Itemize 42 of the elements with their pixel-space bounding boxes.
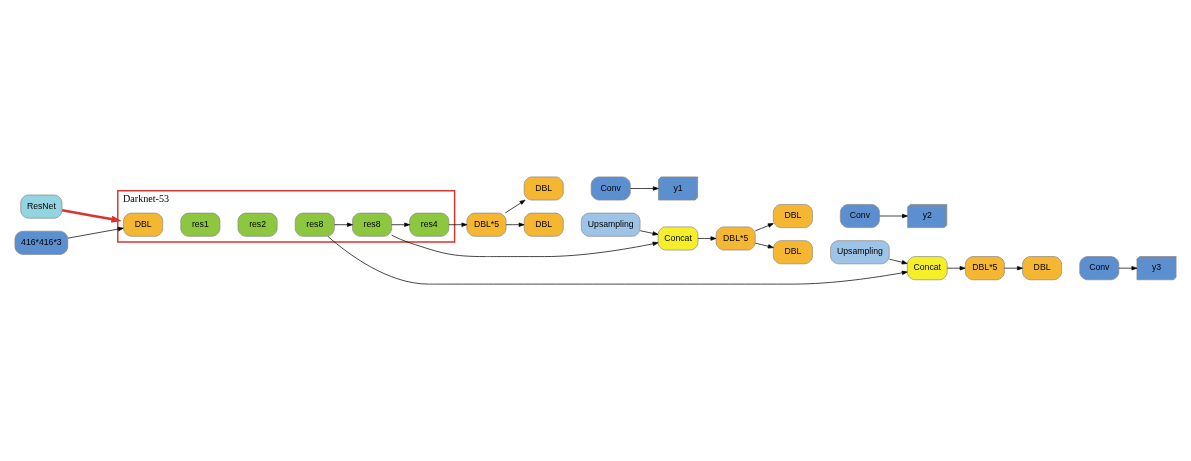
node-box: res2 bbox=[237, 212, 278, 237]
arrow bbox=[1004, 266, 1023, 271]
node-box: DBL bbox=[523, 212, 564, 237]
node-box: Upsampling bbox=[830, 240, 890, 265]
node-box: DBL*5 bbox=[466, 212, 507, 237]
arrow bbox=[889, 258, 908, 265]
arrow bbox=[334, 222, 353, 227]
node-box: DBL bbox=[123, 212, 164, 237]
node-box: Conv bbox=[590, 176, 631, 201]
node-box: DBL bbox=[772, 240, 813, 265]
node-box: DBL bbox=[1022, 256, 1062, 281]
arrow bbox=[448, 222, 468, 227]
node-box: 416*416*3 bbox=[14, 230, 69, 255]
arrow bbox=[879, 213, 908, 219]
arrow bbox=[391, 234, 659, 257]
node-box: DBL bbox=[772, 204, 813, 228]
node-box: res8 bbox=[352, 212, 392, 237]
node-box: res1 bbox=[180, 212, 221, 237]
arrow bbox=[754, 242, 774, 249]
node-box: DBL*5 bbox=[715, 226, 756, 251]
arrow bbox=[639, 230, 659, 236]
arrow bbox=[391, 222, 411, 227]
arrow bbox=[946, 266, 966, 271]
node-box: res8 bbox=[294, 212, 335, 237]
node-box: Conv bbox=[1079, 256, 1120, 281]
arrow bbox=[504, 199, 526, 214]
arrow bbox=[61, 208, 122, 223]
node-box: DBL*5 bbox=[964, 256, 1005, 281]
node-box: ResNet bbox=[20, 194, 63, 219]
node-box: Concat bbox=[657, 226, 699, 251]
node-box: Concat bbox=[907, 256, 948, 281]
node-box: Conv bbox=[839, 204, 880, 228]
arrow bbox=[505, 222, 525, 227]
arrow bbox=[67, 226, 124, 239]
arrow bbox=[697, 236, 717, 241]
arrow bbox=[754, 223, 774, 232]
node-box: Upsampling bbox=[581, 212, 641, 237]
arrow bbox=[630, 186, 659, 191]
arrow bbox=[1118, 266, 1138, 271]
node-box: res4 bbox=[409, 212, 450, 237]
arrow bbox=[327, 236, 908, 285]
node-box: DBL bbox=[523, 176, 564, 201]
